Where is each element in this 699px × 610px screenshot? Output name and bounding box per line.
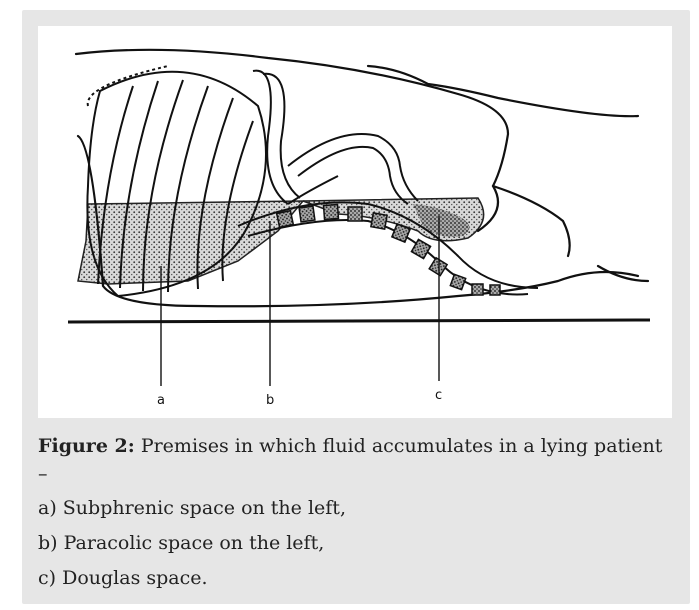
figure-label: Figure 2: <box>38 435 135 457</box>
caption-item-a: a) Subphrenic space on the left, <box>38 494 672 522</box>
figure-container: a b c Figure 2: Premises in which fluid … <box>22 10 690 604</box>
marker-a: a <box>157 393 165 408</box>
caption-item-b: b) Paracolic space on the left, <box>38 529 672 557</box>
table-line <box>68 320 650 322</box>
caption-main: Figure 2: Premises in which fluid accumu… <box>38 432 672 488</box>
colon <box>253 71 418 204</box>
anatomy-illustration: a b c <box>38 26 672 418</box>
caption-item-c: c) Douglas space. <box>38 564 672 592</box>
marker-b: b <box>266 393 274 408</box>
figure-caption: Figure 2: Premises in which fluid accumu… <box>38 432 672 599</box>
marker-c: c <box>435 388 442 403</box>
